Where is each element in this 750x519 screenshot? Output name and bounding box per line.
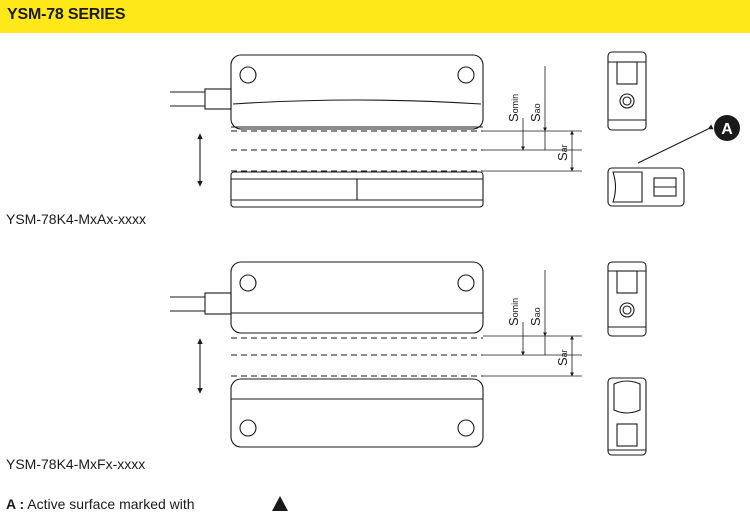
actuator-body-2 — [230, 378, 484, 448]
legend-text: A : Active surface marked with — [6, 496, 195, 512]
triangle-icon — [272, 496, 288, 511]
svg-text:A: A — [721, 121, 733, 138]
callout-a: A — [714, 115, 740, 141]
dim-labels-1: Somin Sao Sar — [506, 94, 570, 161]
series-header-bar: YSM-78 SERIES — [0, 0, 750, 33]
somin-label-1: S — [506, 113, 521, 122]
sensor-body-1 — [230, 54, 484, 130]
svg-text:Sar: Sar — [555, 144, 570, 161]
cable-2 — [170, 292, 232, 315]
svg-text:Somin: Somin — [506, 298, 521, 326]
series-title: YSM-78 SERIES — [7, 6, 126, 23]
side-view-2 — [607, 261, 647, 456]
legend-description: Active surface marked with — [27, 496, 195, 512]
model-1-drawing — [170, 54, 582, 208]
legend-prefix: A : — [6, 496, 25, 512]
mounting-hole-1a — [239, 66, 257, 84]
actuator-body-1 — [230, 171, 484, 208]
svg-text:Sar: Sar — [555, 349, 570, 366]
svg-text:Sao: Sao — [528, 103, 543, 122]
model-label-2: YSM-78K4-MxFx-xxxx — [6, 456, 146, 472]
dim-labels-2: Somin Sao Sar — [506, 298, 570, 366]
side-view-1 — [607, 51, 714, 207]
cable-1 — [170, 88, 232, 110]
svg-text:Somin: Somin — [506, 94, 521, 122]
model-label-1: YSM-78K4-MxAx-xxxx — [6, 211, 147, 227]
mounting-hole-1b — [457, 66, 475, 84]
callout-leader — [637, 124, 714, 164]
sensor-body-2 — [230, 261, 484, 334]
model-2-drawing — [170, 261, 582, 448]
svg-text:Sao: Sao — [528, 307, 543, 326]
